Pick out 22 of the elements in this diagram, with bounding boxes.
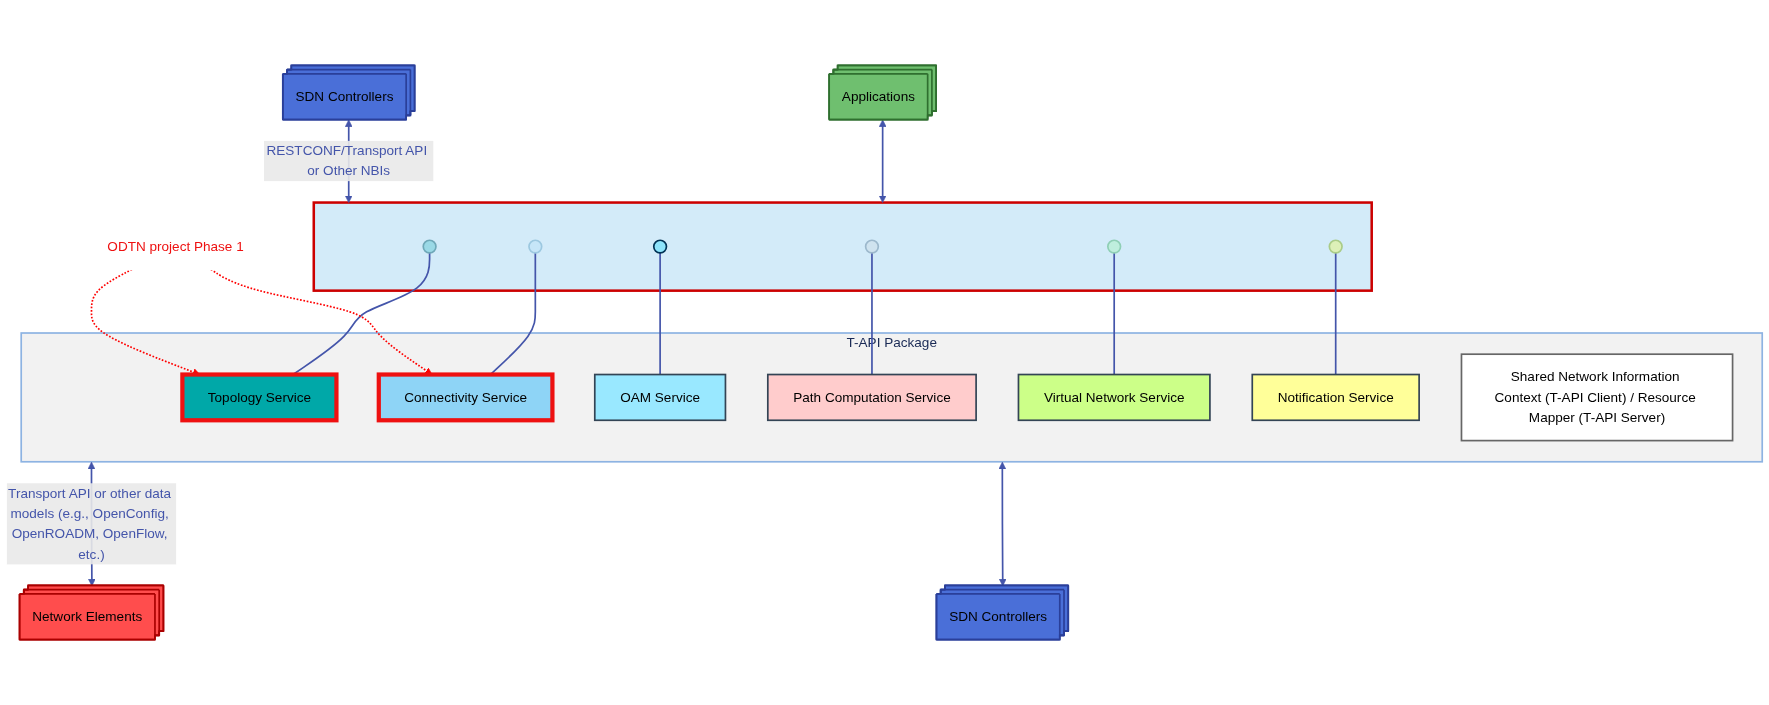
- node-box: Connectivity Service: [376, 372, 555, 423]
- node-box: OAM Service: [593, 373, 727, 422]
- node-box: Shared Network Information Context (T-API Client) / Resource Mapper (T-API Server): [1460, 353, 1734, 442]
- edge-label: RESTCONF/Transport API or Other NBIs: [266, 143, 428, 178]
- connector: [871, 252, 873, 376]
- node-circle: [422, 239, 437, 254]
- connector: [1334, 252, 1337, 376]
- node-circle: [1107, 239, 1122, 254]
- arrow: [878, 119, 887, 203]
- node-box: Virtual Network Service: [1017, 373, 1211, 422]
- connector: [1113, 252, 1116, 376]
- cluster: [312, 201, 1373, 292]
- edge-label: Transport API or other data models (e.g., OpenConfig, OpenROADM, OpenFlow, etc.): [8, 485, 172, 562]
- node-circle: [528, 239, 543, 254]
- node-circle: [864, 239, 880, 254]
- connector: [659, 252, 661, 376]
- node-circle: [1328, 239, 1343, 254]
- node-text: ODTN project Phase 1: [107, 238, 244, 254]
- node-circle: [652, 239, 668, 254]
- node-box: Topology Service: [180, 372, 339, 423]
- node-box: Notification Service: [1251, 373, 1420, 422]
- node-box: Path Computation Service: [766, 373, 977, 422]
